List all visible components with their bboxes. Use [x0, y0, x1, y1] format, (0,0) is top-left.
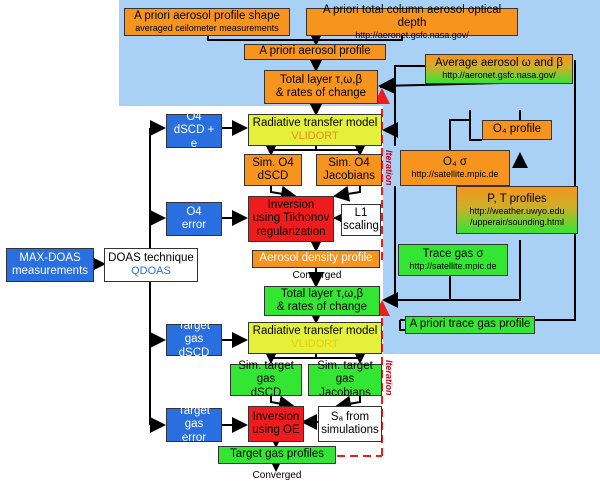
target-error-l2: error — [181, 431, 207, 444]
avg-omega-box: Average aerosol ω and β http://aeronet.g… — [425, 54, 573, 84]
rtm-2-box: Radiative transfer model VLIDORT — [248, 322, 382, 354]
sim-o4-jac-l2: Jacobians — [323, 170, 375, 182]
o4-profile-title: O₄ profile — [492, 123, 542, 136]
o4-sigma-box: O₄ σ http://satellite.mpic.de — [400, 150, 510, 186]
sim-target-jac-l2: Jacobians — [319, 386, 371, 399]
sim-target-jac-box: Sim. target gas Jacobians — [308, 360, 382, 399]
aerosol-density-box: Aerosol density profile — [252, 250, 380, 268]
converged-1-label: Converged — [292, 270, 342, 281]
inversion-1-box: Inversion using Tikhonov regularization — [248, 196, 334, 242]
sa-l1: Sₐ from — [330, 410, 370, 423]
apriori-profile-box: A priori aerosol profile — [244, 44, 386, 60]
apriori-profile-title: A priori aerosol profile — [259, 45, 371, 58]
apriori-trace-title: A priori trace gas profile — [409, 318, 531, 331]
target-dscd-l1: Target gas — [178, 320, 210, 346]
target-dscd-l2: dSCD — [178, 346, 210, 359]
total-layer-2-l1: Total layer τ,ω,β — [280, 287, 364, 300]
sim-o4-dscd-l1: Sim. O4 — [252, 156, 294, 169]
trace-sigma-sub: http://satellite.mpic.de — [409, 261, 497, 272]
pt-profiles-sub2: /upperair/sounding.html — [469, 216, 565, 227]
sim-o4-dscd-box: Sim. O4 dSCD — [244, 154, 302, 186]
rtm-1-title: Radiative transfer model — [252, 117, 378, 130]
o4-sigma-title: O₄ σ — [443, 156, 467, 169]
total-layer-1-l2: & rates of change — [275, 87, 367, 99]
apriori-aod-box: A priori total column aerosol optical de… — [306, 4, 518, 40]
target-error-l1: Target gas — [178, 405, 210, 431]
o4-error-l1: O4 — [186, 205, 202, 218]
sim-o4-jac-box: Sim. O4 Jacobians — [316, 154, 382, 186]
rtm-1-vlidort: VLIDORT — [291, 130, 339, 143]
target-profiles-title: Target gas profiles — [230, 448, 324, 461]
trace-sigma-box: Trace gas σ http://satellite.mpic.de — [398, 244, 508, 276]
iteration-label-2: Iteration — [384, 360, 394, 396]
inversion-2-box: Inversion using OE — [248, 406, 304, 442]
l1-scaling-l1: L1 — [354, 206, 368, 219]
pt-profiles-title: P, T profiles — [487, 193, 547, 206]
inversion-1-l2: using Tikhonov — [252, 212, 330, 225]
sa-l2: simulations — [321, 424, 379, 436]
rtm-1-box: Radiative transfer model VLIDORT — [248, 114, 382, 146]
target-error-box: Target gas error — [166, 405, 222, 444]
inversion-2-l2: using OE — [252, 424, 300, 436]
sim-target-dscd-box: Sim. target gas dSCD — [230, 360, 302, 399]
apriori-trace-box: A priori trace gas profile — [405, 316, 535, 334]
apriori-shape-sub: averaged ceilometer measurements — [135, 23, 279, 34]
avg-omega-sub: http://aeronet.gsfc.nasa.gov/ — [442, 70, 556, 81]
o4-error-box: O4 error — [166, 202, 222, 236]
sim-o4-jac-l1: Sim. O4 — [328, 156, 370, 169]
trace-sigma-title: Trace gas σ — [422, 248, 484, 261]
o4-dscd-box: O4 dSCD + e — [166, 111, 222, 150]
inversion-1-l3: regularization — [256, 225, 326, 238]
pt-profiles-box: P, T profiles http://weather.uwyo.edu /u… — [456, 186, 578, 234]
apriori-shape-title: A priori aerosol profile shape — [134, 10, 280, 23]
pt-profiles-sub1: http://weather.uwyo.edu — [469, 206, 565, 217]
inversion-1-l1: Inversion — [267, 199, 315, 212]
doas-l1: DOAS technique — [108, 252, 194, 265]
o4-profile-box: O₄ profile — [482, 120, 552, 140]
sim-target-dscd-l1: Sim. target gas — [238, 360, 294, 386]
o4-sigma-sub: http://satellite.mpic.de — [411, 169, 499, 180]
o4-dscd-l1: O4 — [186, 111, 202, 124]
maxdoas-box: MAX-DOAS measurements — [6, 248, 94, 282]
target-profiles-box: Target gas profiles — [218, 446, 336, 464]
rtm-2-title: Radiative transfer model — [252, 325, 378, 338]
total-layer-1-l1: Total layer τ,ω,β — [279, 73, 363, 86]
maxdoas-l2: measurements — [11, 265, 89, 277]
o4-error-l2: error — [181, 219, 207, 231]
rtm-2-vlidort: VLIDORT — [291, 338, 339, 351]
apriori-aod-sub: http://aeronet.gsfc.nasa.gov/ — [355, 30, 469, 41]
apriori-shape-box: A priori aerosol profile shape averaged … — [124, 8, 290, 36]
sim-target-jac-l1: Sim. target gas — [317, 360, 373, 386]
maxdoas-l1: MAX-DOAS — [19, 251, 81, 264]
o4-dscd-l2: dSCD + e — [173, 124, 215, 150]
total-layer-1-box: Total layer τ,ω,β & rates of change — [264, 70, 378, 104]
target-dscd-box: Target gas dSCD — [166, 320, 222, 359]
l1-scaling-box: L1 scaling — [341, 204, 381, 236]
converged-2-label: Converged — [252, 470, 302, 481]
doas-qdoas: QDOAS — [131, 265, 171, 278]
aerosol-density-title: Aerosol density profile — [259, 252, 373, 265]
apriori-aod-title: A priori total column aerosol optical de… — [322, 3, 502, 29]
l1-scaling-l2: scaling — [343, 220, 379, 232]
iteration-label-1: Iteration — [384, 150, 394, 186]
sim-o4-dscd-l2: dSCD — [257, 170, 289, 182]
total-layer-2-box: Total layer τ,ω,β & rates of change — [264, 286, 380, 316]
doas-box: DOAS technique QDOAS — [104, 248, 198, 282]
total-layer-2-l2: & rates of change — [276, 301, 368, 313]
sa-box: Sₐ from simulations — [318, 406, 382, 442]
avg-omega-title: Average aerosol ω and β — [435, 57, 563, 70]
inversion-2-l1: Inversion — [252, 410, 300, 423]
sim-target-dscd-l2: dSCD — [250, 386, 282, 399]
